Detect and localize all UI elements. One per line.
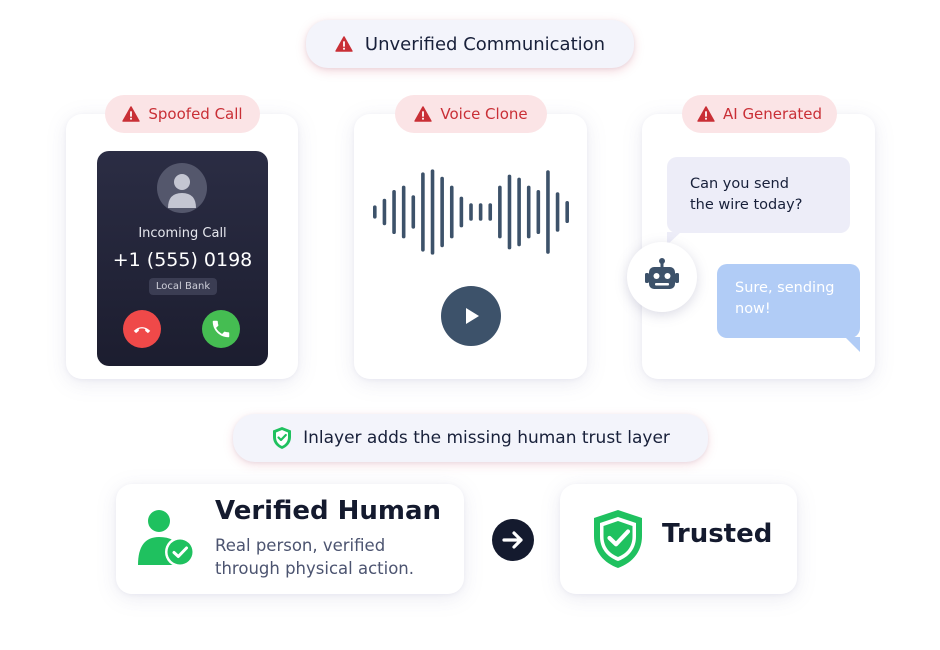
- waveform-bar: [555, 192, 560, 232]
- waveform-bar: [498, 185, 502, 239]
- waveform-bar: [526, 185, 531, 239]
- ai-bot-avatar: [627, 242, 697, 312]
- shield-check-icon: [273, 427, 292, 449]
- user-message-line: Can you send: [690, 176, 789, 192]
- waveform-bar: [517, 177, 521, 247]
- waveform-bar: [449, 185, 454, 239]
- waveform-bar: [478, 203, 483, 221]
- decline-call-button[interactable]: [123, 310, 161, 348]
- waveform-bar: [373, 205, 377, 219]
- trust-layer-label: Inlayer adds the missing human trust lay…: [303, 428, 670, 448]
- trusted-label: Trusted: [662, 519, 773, 549]
- trust-layer-pill: Inlayer adds the missing human trust lay…: [233, 414, 708, 462]
- verified-human-title: Verified Human: [215, 496, 442, 526]
- ai-reply-line: now!: [735, 301, 771, 317]
- waveform-bar: [440, 176, 444, 248]
- waveform-bar: [507, 174, 512, 250]
- waveform-bar: [546, 170, 550, 254]
- waveform-bar: [392, 190, 396, 234]
- ai-generated-tag: AI Generated: [682, 95, 837, 133]
- waveform-bar: [536, 190, 541, 234]
- verified-human-subtitle-line: Real person, verified: [215, 536, 386, 555]
- warning-triangle-icon: [122, 106, 141, 122]
- voice-clone-tag: Voice Clone: [395, 95, 547, 133]
- ai-generated-tag-label: AI Generated: [722, 105, 823, 123]
- waveform-bar: [401, 185, 406, 239]
- incoming-call-screen: Incoming Call +1 (555) 0198 Local Bank: [97, 151, 268, 366]
- waveform-bar: [382, 198, 387, 226]
- warning-triangle-icon: [335, 36, 353, 52]
- robot-icon: [645, 258, 679, 289]
- waveform-bar: [469, 203, 473, 221]
- waveform-bar: [430, 169, 435, 255]
- play-icon: [466, 308, 479, 324]
- waveform-bar: [565, 201, 569, 223]
- user-message-bubble: Can you send the wire today?: [667, 157, 850, 233]
- unverified-communication-label: Unverified Communication: [364, 33, 606, 55]
- phone-accept-icon: [212, 320, 230, 338]
- warning-triangle-icon: [697, 106, 715, 122]
- warning-triangle-icon: [414, 106, 433, 122]
- caller-id-badge: Local Bank: [149, 278, 217, 295]
- accept-call-button[interactable]: [202, 310, 240, 348]
- verified-human-subtitle-line: through physical action.: [215, 559, 414, 578]
- shield-check-icon: [594, 510, 642, 568]
- caller-avatar: [157, 163, 207, 213]
- ai-bubble-tail: [845, 337, 860, 352]
- play-button[interactable]: [441, 286, 501, 346]
- unverified-communication-pill: Unverified Communication: [306, 20, 634, 68]
- ai-reply-bubble: Sure, sending now!: [717, 264, 860, 338]
- call-status: Incoming Call: [138, 226, 227, 241]
- caller-number: +1 (555) 0198: [112, 249, 253, 271]
- flow-arrow: [492, 519, 534, 561]
- waveform-bar: [411, 195, 416, 229]
- arrow-right-icon: [502, 531, 523, 549]
- verified-human-subtitle: Real person, verified through physical a…: [215, 534, 455, 580]
- user-silhouette-icon: [168, 174, 196, 208]
- waveform-bar: [421, 172, 425, 252]
- phone-decline-icon: [133, 327, 151, 334]
- voice-clone-tag-label: Voice Clone: [440, 105, 528, 123]
- waveform-bar: [488, 203, 493, 221]
- voice-waveform: [373, 169, 569, 255]
- user-message-line: the wire today?: [690, 197, 803, 213]
- waveform-bar: [459, 196, 464, 228]
- user-check-icon: [138, 510, 195, 567]
- spoofed-call-tag-label: Spoofed Call: [148, 105, 243, 123]
- spoofed-call-tag: Spoofed Call: [105, 95, 260, 133]
- ai-reply-line: Sure, sending: [735, 280, 835, 296]
- user-bubble-tail: [667, 232, 681, 245]
